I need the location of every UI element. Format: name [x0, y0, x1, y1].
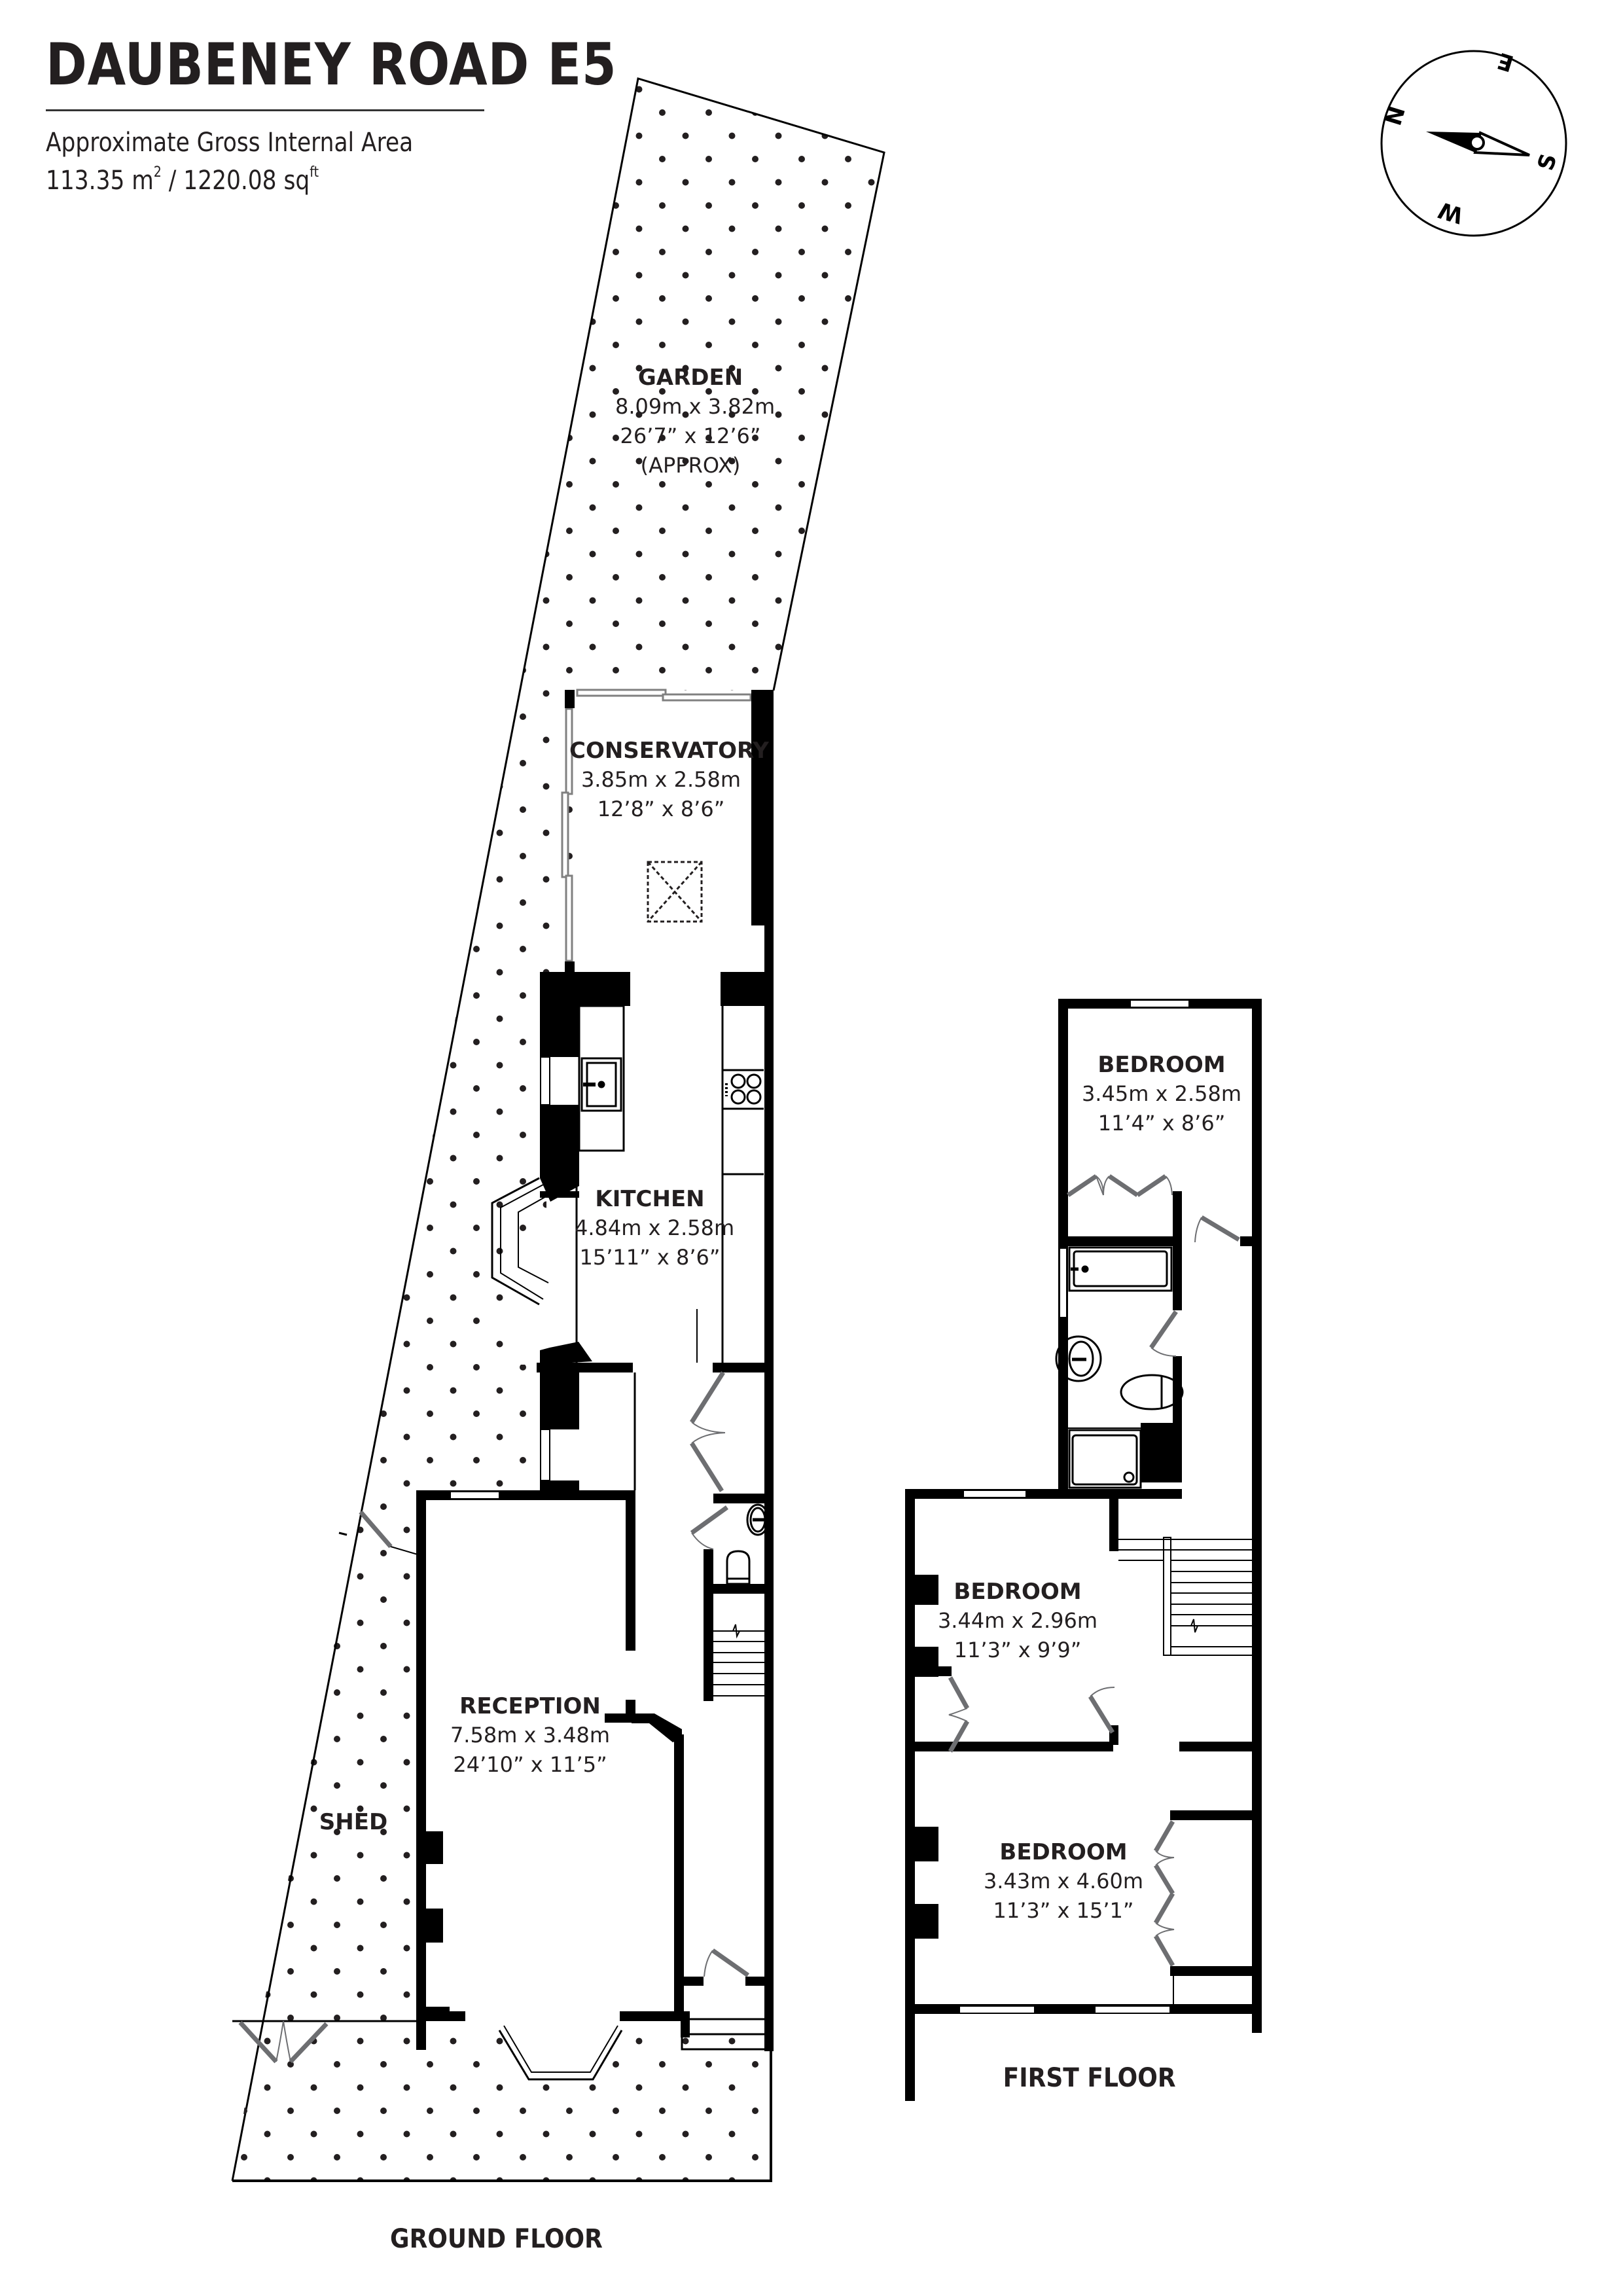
bathroom-fittings [1055, 1246, 1184, 1489]
first-floor-label: FIRST FLOOR [1003, 2063, 1176, 2093]
front-steps [681, 2018, 772, 2051]
kitchen-name: KITCHEN [595, 1186, 705, 1212]
area-metric: 113.35 m [46, 166, 154, 196]
bedroom-rear-label: BEDROOM 3.45m x 2.58m 11’4” x 8’6” [1073, 1050, 1250, 1138]
ground-floor-doors [690, 1371, 750, 1977]
bedroom-front-metric: 3.43m x 4.60m [983, 1869, 1144, 1894]
conservatory-imperial: 12’8” x 8’6” [597, 796, 725, 821]
rear-garden [231, 77, 885, 2181]
garden-label: GARDEN 8.09m x 3.82m 26’7” x 12’6” (APPR… [615, 363, 776, 480]
reception-name: RECEPTION [459, 1693, 601, 1719]
shed-name: SHED [319, 1809, 388, 1835]
title-divider [46, 109, 484, 111]
shed-doors [238, 2020, 329, 2064]
conservatory-metric: 3.85m x 2.58m [580, 767, 741, 793]
bedroom-middle-name: BEDROOM [954, 1579, 1082, 1605]
bedroom-middle-label: BEDROOM 3.44m x 2.96m 11’3” x 9’9” [929, 1577, 1106, 1665]
shed-label: SHED [314, 1808, 393, 1837]
reception-metric: 7.58m x 3.48m [450, 1723, 611, 1748]
conservatory-label: CONSERVATORY 3.85m x 2.58m 12’8” x 8’6” [569, 736, 769, 824]
kitchen-fittings [575, 1005, 764, 1490]
conservatory-name: CONSERVATORY [569, 738, 769, 764]
ground-floor-walls [416, 690, 774, 2051]
reception-label: RECEPTION 7.58m x 3.48m 24’10” x 11’5” [445, 1692, 615, 1780]
ground-floor-stairs [713, 1624, 764, 1696]
kitchen-metric: 4.84m x 2.58m [575, 1215, 735, 1241]
garden-name: GARDEN [637, 365, 743, 391]
area-values: 113.35 m2 / 1220.08 sqft [46, 164, 319, 196]
ground-floor-windows [450, 1056, 623, 2081]
area-separator: / [161, 166, 184, 196]
first-floor-windows [959, 999, 1190, 2014]
bedroom-front-label: BEDROOM 3.43m x 4.60m 11’3” x 15’1” [975, 1838, 1152, 1926]
conservatory-glazing [561, 689, 752, 962]
skylight-icon [647, 861, 703, 923]
bedroom-front-name: BEDROOM [999, 1839, 1128, 1865]
wc-fittings [726, 1503, 770, 1585]
reception-imperial: 24’10” x 11’5” [453, 1751, 607, 1777]
first-floor-walls [905, 999, 1262, 2101]
compass-icon: N E S W [1380, 48, 1567, 237]
bedroom-rear-metric: 3.45m x 2.58m [1081, 1081, 1242, 1107]
first-floor [905, 999, 1262, 2101]
garden-note: (APPROX) [640, 452, 741, 478]
bedroom-front-imperial: 11’3” x 15’1” [993, 1897, 1134, 1923]
area-imperial: 1220.08 sq [183, 166, 310, 196]
first-floor-stairs [1118, 1537, 1252, 1656]
bedroom-rear-imperial: 11’4” x 8’6” [1097, 1110, 1226, 1136]
bedroom-rear-name: BEDROOM [1097, 1052, 1226, 1078]
kitchen-label: KITCHEN 4.84m x 2.58m 15’11” x 8’6” [575, 1185, 735, 1272]
garden-metric: 8.09m x 3.82m [615, 394, 776, 420]
kitchen-imperial: 15’11” x 8’6” [579, 1244, 721, 1270]
ground-floor-label: GROUND FLOOR [390, 2224, 603, 2254]
first-floor-doors [948, 1174, 1240, 1967]
bedroom-middle-imperial: 11’3” x 9’9” [954, 1637, 1082, 1662]
ground-floor [231, 77, 885, 2182]
garden-imperial: 26’7” x 12’6” [620, 423, 761, 448]
area-metric-sup: 2 [153, 164, 162, 181]
area-label: Approximate Gross Internal Area [46, 128, 414, 158]
bedroom-middle-metric: 3.44m x 2.96m [937, 1608, 1098, 1634]
front-garden [232, 2020, 772, 2182]
area-imperial-sup: ft [310, 164, 319, 181]
